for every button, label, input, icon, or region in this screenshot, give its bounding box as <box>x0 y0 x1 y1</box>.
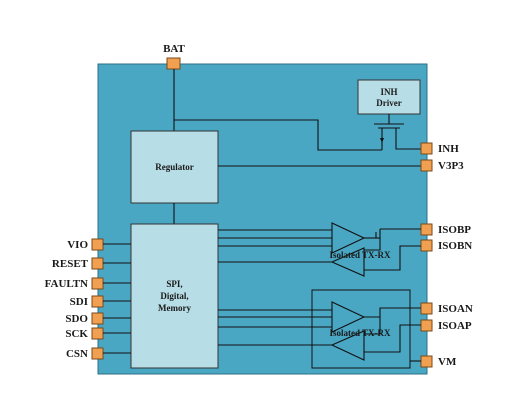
pin-csn <box>91 347 104 360</box>
pin-isoap <box>420 319 433 332</box>
pin-label-inh: INH <box>438 143 459 155</box>
pin-label-sdi: SDI <box>70 296 88 308</box>
pin-isobn <box>420 239 433 252</box>
pin-inh <box>420 142 433 155</box>
pin-label-bat: BAT <box>163 43 185 55</box>
pin-isoan <box>420 302 433 315</box>
pin-sck <box>91 327 104 340</box>
pin-sdo <box>91 312 104 325</box>
pin-v3p3 <box>420 159 433 172</box>
pin-label-isobn: ISOBN <box>438 240 472 252</box>
pin-label-faultn: FAULTN <box>45 278 88 290</box>
spi-digital-memory-block <box>130 223 219 369</box>
pin-label-sdo: SDO <box>65 313 88 325</box>
pin-label-csn: CSN <box>66 348 88 360</box>
pin-label-isobp: ISOBP <box>438 224 471 236</box>
pin-label-vio: VIO <box>67 239 88 251</box>
isolated-a-enclosure <box>311 289 411 369</box>
pin-label-reset: RESET <box>52 258 89 270</box>
rx-buffer-b <box>330 247 365 277</box>
pin-vm <box>420 355 433 368</box>
regulator-label: Regulator <box>155 162 194 172</box>
rx-buffer-a <box>330 330 365 361</box>
pin-label-isoan: ISOAN <box>438 303 473 315</box>
pin-faultn <box>91 277 104 290</box>
pin-vio <box>91 238 104 251</box>
pin-sdi <box>91 295 104 308</box>
right-pin-labels: INH V3P3 ISOBP ISOBN ISOAN ISOAP VM <box>438 143 473 368</box>
pin-reset <box>91 257 104 270</box>
pin-label-isoap: ISOAP <box>438 320 472 332</box>
wire-bat-to-inh-switch <box>174 119 382 151</box>
spi-label-1: SPI, <box>166 279 182 289</box>
left-pin-wires <box>103 243 131 354</box>
inh-driver-label-2: Driver <box>376 98 401 108</box>
isolated-txrx-b: Isolated TX-RX <box>218 222 421 277</box>
pin-label-v3p3: V3P3 <box>438 160 464 172</box>
regulator-block <box>130 130 219 204</box>
transistor-arrow <box>380 138 384 143</box>
isolated-txrx-a: Isolated TX-RX <box>218 289 421 369</box>
inh-driver-block <box>357 79 421 115</box>
pin-isobp <box>420 223 433 236</box>
pin-label-vm: VM <box>438 356 457 368</box>
inh-driver-label-1: INH <box>380 87 397 97</box>
isolated-label-a: Isolated TX-RX <box>329 328 391 338</box>
pin-label-sck: SCK <box>65 328 88 340</box>
wire-inh <box>395 128 427 150</box>
pin-bat <box>166 57 181 70</box>
isolated-label-b: Isolated TX-RX <box>329 250 391 260</box>
spi-label-3: Memory <box>158 303 191 313</box>
spi-label-2: Digital, <box>160 291 188 301</box>
left-pin-labels: VIO RESET FAULTN SDI SDO SCK CSN <box>45 239 89 360</box>
